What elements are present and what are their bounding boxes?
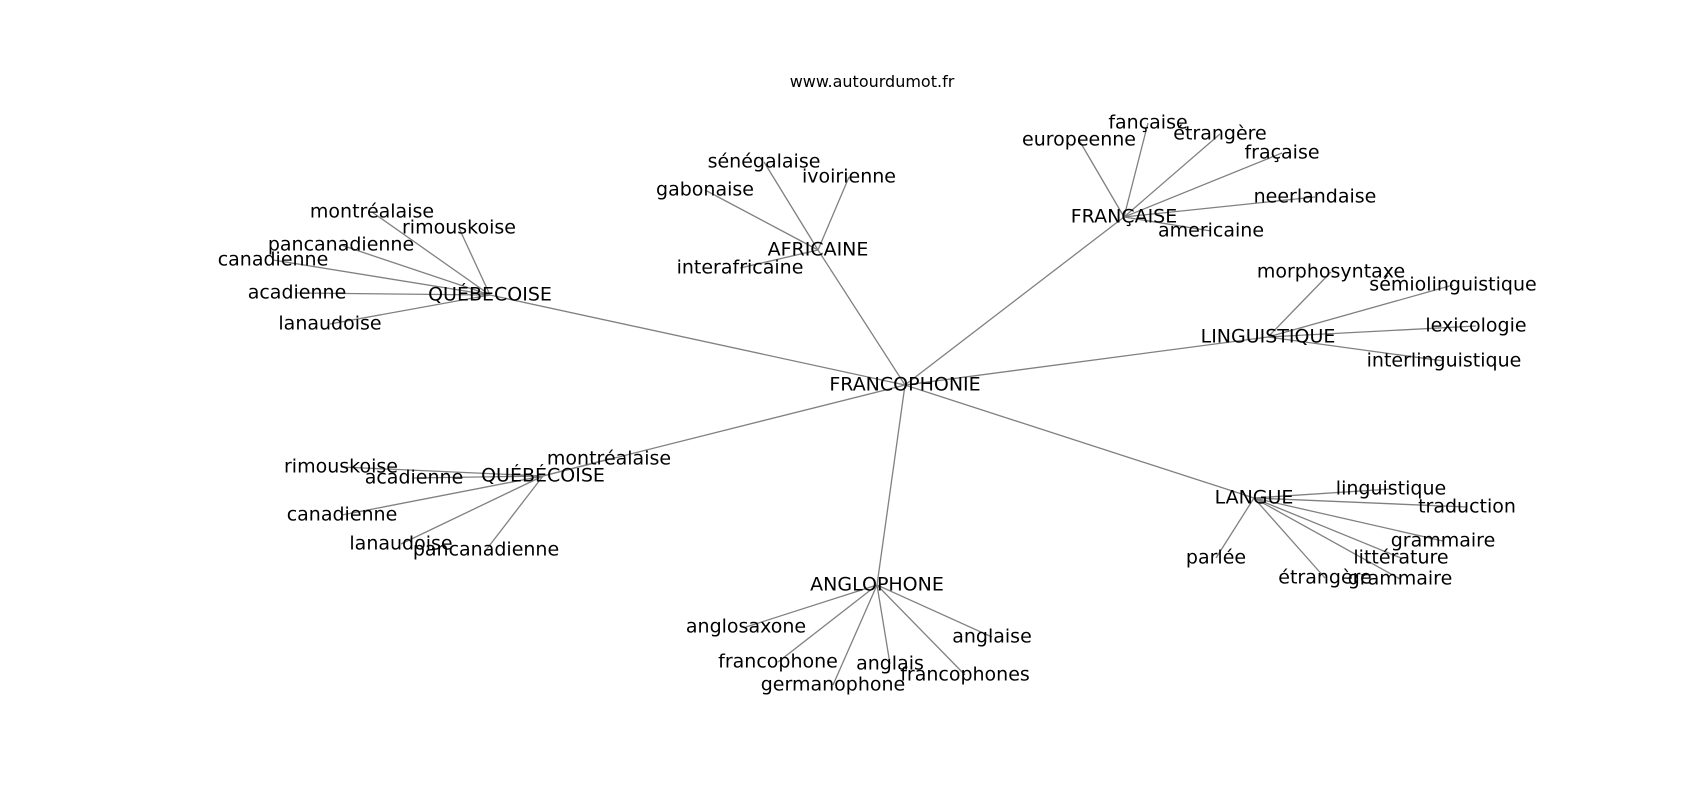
branch-node-quebecoise-1: QUÉBECOISE xyxy=(428,283,552,306)
edge-francaise-5 xyxy=(1123,216,1212,232)
edge-quebecoise-1-5 xyxy=(329,294,491,325)
leaf-node-francaise-0: fançaise xyxy=(1108,112,1187,134)
leaf-node-africaine-1: ivoirienne xyxy=(802,166,896,188)
edge-francaise-3 xyxy=(1123,152,1283,218)
edge-langue-2 xyxy=(1253,497,1444,542)
leaf-node-langue-4: grammaire xyxy=(1348,568,1453,590)
edge-anglophone-5 xyxy=(832,584,878,686)
leaf-node-anglophone-4: francophones xyxy=(900,664,1030,686)
edge-quebecoise-2-5 xyxy=(485,475,544,551)
leaf-node-langue-5: étrangère xyxy=(1278,567,1371,589)
graph-labels: www.autourdumot.fr FRANCOPHONIE QUÉBECOIS… xyxy=(218,72,1537,696)
leaf-node-francaise-5: americaine xyxy=(1158,220,1264,242)
edge-anglophone-4 xyxy=(876,584,966,676)
edge-africaine-0 xyxy=(763,161,819,251)
branch-node-africaine: AFRICAINE xyxy=(768,239,869,261)
leaf-node-francaise-3: fraçaise xyxy=(1244,142,1319,164)
leaf-node-anglophone-2: francophone xyxy=(718,651,838,673)
edge-quebecoise-1-4 xyxy=(296,292,491,296)
edge-langue-5 xyxy=(1253,497,1326,579)
leaf-node-quebecoise-1-4: acadienne xyxy=(248,282,347,304)
edge-langue-4 xyxy=(1253,497,1401,580)
leaf-node-francaise-4: neerlandaise xyxy=(1254,186,1377,208)
leaf-node-langue-0: linguistique xyxy=(1336,478,1446,500)
leaf-node-quebecoise-2-1: rimouskoise xyxy=(284,456,398,478)
branch-node-francaise: FRANÇAISE xyxy=(1071,206,1178,228)
edge-linguistique-0 xyxy=(1267,271,1332,338)
edge-langue-3 xyxy=(1253,497,1402,559)
leaf-node-linguistique-1: sémiolinguistique xyxy=(1369,274,1536,296)
leaf-node-linguistique-0: morphosyntaxe xyxy=(1257,261,1405,283)
edge-francaise-0 xyxy=(1123,122,1149,218)
leaf-node-quebecoise-1-5: lanaudoise xyxy=(278,313,381,335)
edge-linguistique-2 xyxy=(1267,325,1477,338)
edge-root-anglophone xyxy=(876,384,906,586)
leaf-node-quebecoise-2-2: acadienne xyxy=(365,467,464,489)
edge-anglophone-1 xyxy=(876,584,993,638)
edge-africaine-3 xyxy=(739,249,819,269)
edge-anglophone-0 xyxy=(745,584,878,628)
leaf-node-quebecoise-1-2: pancanadienne xyxy=(268,234,414,256)
edge-quebecoise-2-0 xyxy=(542,458,610,477)
edge-quebecoise-2-4 xyxy=(400,475,544,545)
leaf-node-linguistique-2: lexicologie xyxy=(1425,315,1526,337)
branch-node-linguistique: LINGUISTIQUE xyxy=(1201,326,1336,348)
branch-node-langue: LANGUE xyxy=(1215,487,1294,509)
leaf-node-africaine-2: gabonaise xyxy=(656,179,754,201)
edge-langue-1 xyxy=(1253,497,1468,508)
edge-linguistique-1 xyxy=(1267,284,1454,338)
leaf-node-quebecoise-1-0: montréalaise xyxy=(310,201,434,223)
edge-anglophone-3 xyxy=(876,584,891,665)
edge-root-quebecoise-1 xyxy=(489,294,906,386)
leaf-node-anglophone-1: anglaise xyxy=(952,626,1032,648)
edge-root-francaise xyxy=(904,216,1125,386)
edge-langue-6 xyxy=(1215,497,1255,559)
edge-quebecoise-2-1 xyxy=(340,466,544,477)
leaf-node-linguistique-3: interlinguistique xyxy=(1367,350,1522,372)
edge-quebecoise-1-0 xyxy=(371,211,491,296)
leaf-node-quebecoise-2-4: lanaudoise xyxy=(349,533,452,555)
leaf-node-quebecoise-2-3: canadienne xyxy=(287,504,398,526)
edge-linguistique-3 xyxy=(1267,336,1445,362)
edge-root-langue xyxy=(904,384,1255,499)
graph-edges xyxy=(272,122,1477,686)
leaf-node-quebecoise-2-0: montréalaise xyxy=(547,448,671,470)
edge-francaise-4 xyxy=(1123,196,1316,218)
source-label: www.autourdumot.fr xyxy=(790,72,955,91)
leaf-node-langue-3: littérature xyxy=(1353,547,1448,569)
leaf-node-anglophone-0: anglosaxone xyxy=(686,616,806,638)
edge-francaise-2 xyxy=(1123,133,1221,218)
branch-node-anglophone: ANGLOPHONE xyxy=(810,574,944,596)
edge-root-africaine xyxy=(817,249,906,386)
branch-node-quebecoise-2: QUÉBÉCOISE xyxy=(481,464,605,487)
edge-africaine-1 xyxy=(817,176,850,251)
edge-quebecoise-1-2 xyxy=(340,244,491,296)
leaf-node-africaine-0: sénégalaise xyxy=(708,151,821,173)
edge-quebecoise-1-3 xyxy=(272,259,491,296)
edge-quebecoise-2-2 xyxy=(413,475,544,479)
leaf-node-quebecoise-1-3: canadienne xyxy=(218,249,329,271)
leaf-node-anglophone-5: germanophone xyxy=(761,674,906,696)
leaf-node-francaise-2: étrangère xyxy=(1173,123,1266,145)
leaf-node-quebecoise-2-5: pancanadienne xyxy=(413,539,559,561)
leaf-node-quebecoise-1-1: rimouskoise xyxy=(402,217,516,239)
leaf-node-langue-6: parlée xyxy=(1186,547,1246,569)
edge-anglophone-2 xyxy=(777,584,878,663)
leaf-node-langue-2: grammaire xyxy=(1391,530,1496,552)
leaf-node-francaise-1: europeenne xyxy=(1022,129,1136,151)
edge-root-linguistique xyxy=(904,336,1269,386)
root-node: FRANCOPHONIE xyxy=(829,374,980,396)
leaf-node-langue-1: traduction xyxy=(1418,496,1516,518)
edge-francaise-1 xyxy=(1078,139,1125,218)
edge-langue-0 xyxy=(1253,488,1392,499)
leaf-node-africaine-3: interafricaine xyxy=(677,257,804,279)
edge-africaine-2 xyxy=(704,189,819,251)
edge-quebecoise-1-1 xyxy=(458,227,491,296)
edge-quebecoise-2-3 xyxy=(341,475,544,516)
leaf-node-anglophone-3: anglais xyxy=(856,653,924,675)
